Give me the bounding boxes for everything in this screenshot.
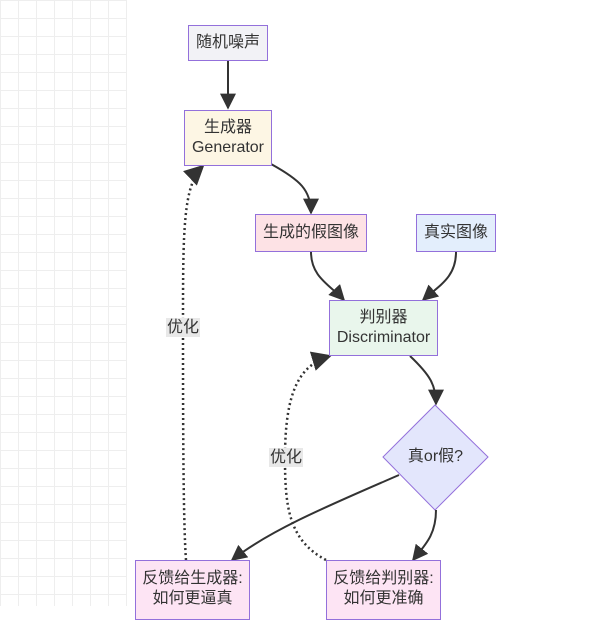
- edge-decision-to-feedback-generator: [230, 474, 400, 561]
- node-feedback-discriminator-line2: 如何更准确: [343, 590, 424, 607]
- node-real-image: 真实图像: [416, 214, 496, 252]
- edge-real-to-discriminator: [421, 251, 457, 302]
- node-feedback-discriminator-line1: 反馈给判别器:: [333, 570, 434, 587]
- node-feedback-discriminator: 反馈给判别器: 如何更准确: [326, 560, 441, 620]
- node-discriminator-label-en: Discriminator: [336, 329, 431, 346]
- edge-optimize-generator: [181, 164, 205, 561]
- node-generator: 生成器 Generator: [184, 110, 272, 166]
- flowchart-edges: [181, 61, 489, 562]
- edge-label-optimize-generator: 优化: [166, 318, 201, 337]
- node-real-image-label: 真实图像: [423, 224, 488, 241]
- node-feedback-generator-line2: 如何更逼真: [152, 590, 233, 607]
- node-random-noise-label: 随机噪声: [195, 34, 260, 51]
- edge-fake-to-discriminator: [310, 251, 346, 302]
- node-fake-image: 生成的假图像: [255, 214, 367, 252]
- node-feedback-generator-line1: 反馈给生成器:: [142, 570, 243, 587]
- node-feedback-generator: 反馈给生成器: 如何更逼真: [135, 560, 250, 620]
- node-random-noise: 随机噪声: [188, 25, 268, 61]
- edge-label-optimize-discriminator: 优化: [269, 448, 304, 467]
- node-discriminator: 判别器 Discriminator: [329, 300, 438, 356]
- node-generator-label-zh: 生成器: [203, 119, 252, 136]
- edge-generator-to-fake: [270, 163, 319, 215]
- node-discriminator-label-zh: 判别器: [359, 309, 408, 326]
- node-fake-image-label: 生成的假图像: [262, 224, 359, 241]
- node-generator-label-en: Generator: [191, 139, 265, 156]
- edge-decision-to-feedback-discriminator: [412, 509, 437, 562]
- decision-label: 真or假?: [407, 448, 464, 465]
- edge-discriminator-to-decision: [409, 355, 444, 406]
